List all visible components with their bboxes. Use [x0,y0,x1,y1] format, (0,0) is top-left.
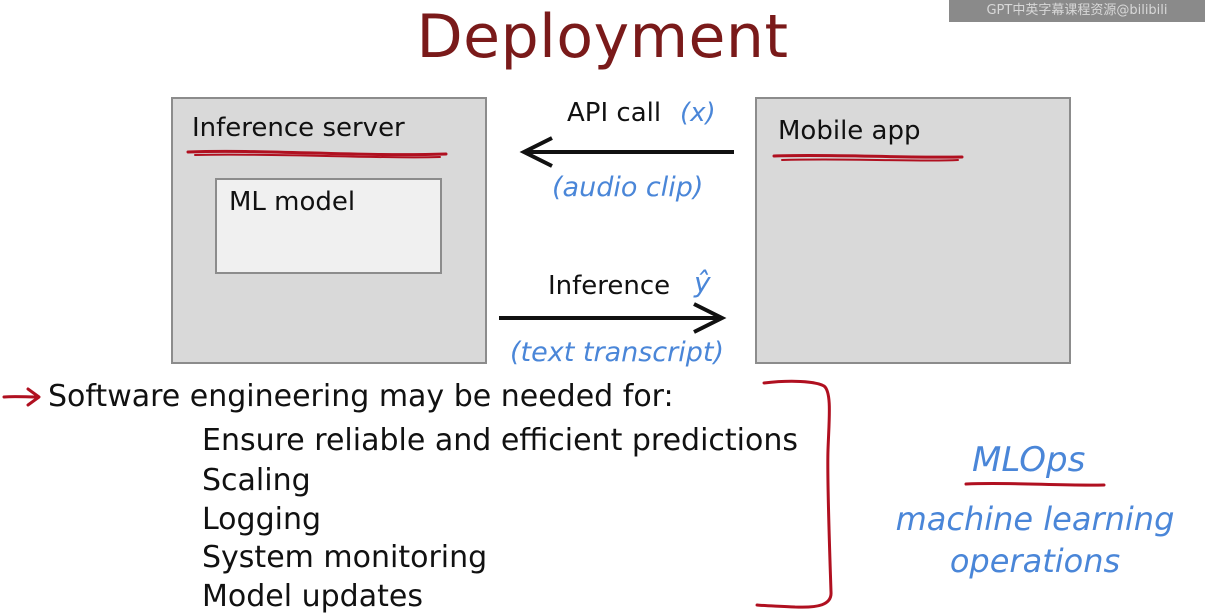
api-call-variable: (x) [680,98,716,128]
inference-variable: ŷ [694,266,711,299]
list-item: Scaling [202,463,311,498]
mobile-app-label: Mobile app [778,116,921,146]
list-item: System monitoring [202,540,488,575]
list-item: Ensure reliable and efficient prediction… [202,423,799,458]
inference-server-underline-stroke [194,153,441,159]
mobile-app-underline [772,153,964,159]
inference-server-label: Inference server [192,113,405,143]
list-bracket [755,379,833,609]
slide-title: Deployment [416,2,789,72]
software-engineering-heading: Software engineering may be needed for: [48,379,674,414]
mlops-expansion-line-2: operations [949,542,1121,580]
mobile-app-box [755,97,1071,364]
mlops-expansion-line-1: machine learning [895,500,1175,538]
inference-server-underline [186,149,448,157]
api-call-label: API call [567,98,662,128]
api-call-arrow [519,136,734,168]
audio-clip-note: (audio clip) [552,172,704,203]
inference-arrow [499,302,727,334]
text-transcript-note: (text transcript) [510,337,724,368]
list-item: Logging [202,502,322,537]
ml-model-box [215,178,442,274]
watermark: GPT中英字幕课程资源@bilibili [949,0,1205,22]
mobile-app-underline-stroke [781,158,959,162]
red-pointer-arrow [2,387,41,407]
ml-model-label: ML model [229,187,356,217]
mlops-underline [964,481,1106,487]
inference-label: Inference [548,271,671,301]
mlops-expansion: machine learning operations [880,498,1190,582]
list-item: Model updates [202,579,423,614]
mlops-label: MLOps [972,440,1086,480]
